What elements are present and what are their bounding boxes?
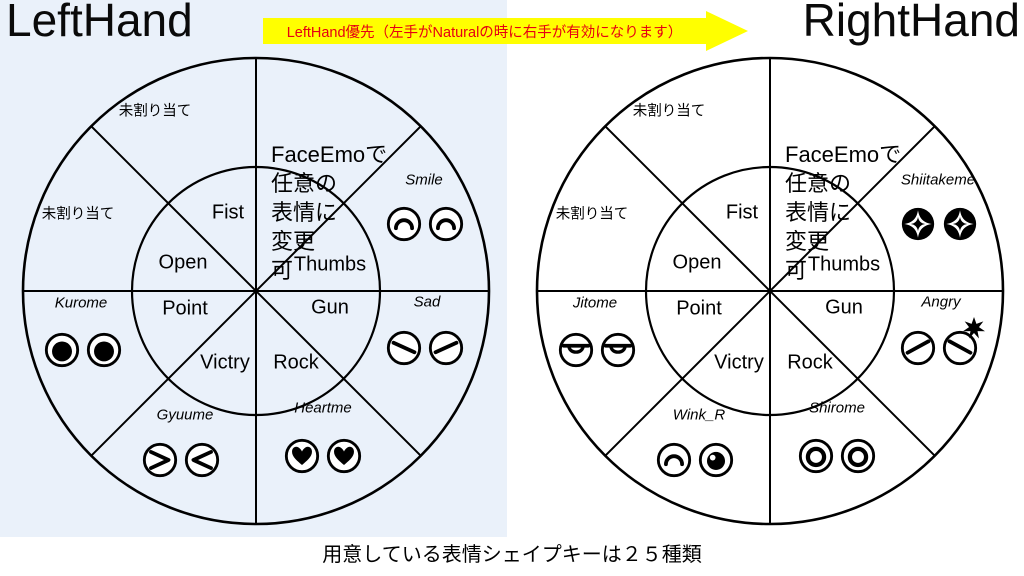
black-pupil-eyes-icon: [43, 331, 123, 369]
arrow-right-icon: [706, 11, 748, 51]
sector-unassigned-left: 未割り当て: [555, 206, 629, 223]
right-hand-title: RightHand: [802, 0, 1020, 46]
expression-label-kurome: Kurome: [54, 294, 108, 312]
faceemo-note: FaceEmoで 任意の 表情に 変更 可: [785, 140, 901, 285]
expression-label-smile: Smile: [405, 171, 443, 189]
faceemo-note-line: 表情に: [785, 200, 852, 225]
anger-mark-icon: [963, 317, 985, 339]
gesture-label-victry: Victry: [714, 351, 764, 374]
sector-unassigned-top: 未割り当て: [118, 103, 192, 120]
gesture-label-gun: Gun: [825, 296, 863, 319]
gesture-label-open: Open: [158, 251, 208, 274]
gesture-label-thumbs: Thumbs: [807, 253, 881, 276]
left-hand-wheel: Fist Open Thumbs Point Gun Victry Rock 未…: [21, 56, 491, 526]
faceemo-note-line: 可: [785, 258, 808, 283]
priority-banner-text: LeftHand優先（左手がNaturalの時に右手が有効になります）: [286, 24, 683, 41]
gesture-label-thumbs: Thumbs: [293, 253, 367, 276]
priority-banner: LeftHand優先（左手がNaturalの時に右手が有効になります）: [263, 11, 753, 51]
sector-unassigned-top: 未割り当て: [632, 103, 706, 120]
expression-label-heartme: Heartme: [294, 399, 352, 417]
faceemo-note-line: FaceEmoで: [271, 142, 388, 167]
expression-label-angry: Angry: [921, 293, 961, 311]
white-eyes-icon: [797, 437, 877, 475]
gesture-label-fist: Fist: [211, 201, 245, 224]
sector-unassigned-left: 未割り当て: [41, 206, 115, 223]
faceemo-note: FaceEmoで 任意の 表情に 変更 可: [271, 140, 387, 285]
gesture-label-point: Point: [162, 297, 208, 320]
faceemo-note-line: FaceEmoで: [785, 142, 902, 167]
squeezed-eyes-icon: [141, 441, 221, 479]
footer-caption: 用意している表情シェイプキーは２５種類: [322, 544, 702, 566]
expression-label-shirome: Shirome: [809, 399, 865, 417]
smile-eyes-icon: [385, 205, 465, 243]
sparkle-eyes-icon: [899, 205, 979, 243]
heart-eyes-icon: [283, 437, 363, 475]
priority-banner-body: LeftHand優先（左手がNaturalの時に右手が有効になります）: [263, 18, 706, 44]
left-hand-title: LeftHand: [6, 0, 193, 46]
angry-eyes-icon: [899, 317, 985, 367]
expression-label-shiitakeme: Shiitakeme: [900, 171, 976, 189]
faceemo-note-line: 任意の: [271, 171, 338, 196]
faceemo-note-line: 変更: [271, 229, 316, 254]
gesture-label-open: Open: [672, 251, 722, 274]
wheel-frame: [21, 56, 491, 526]
gesture-label-fist: Fist: [725, 201, 759, 224]
gesture-label-point: Point: [676, 297, 722, 320]
half-lidded-eyes-icon: [557, 331, 637, 369]
wheel-frame: [535, 56, 1005, 526]
faceemo-note-line: 可: [271, 258, 294, 283]
expression-label-sad: Sad: [413, 293, 441, 311]
faceemo-note-line: 変更: [785, 229, 830, 254]
gesture-label-gun: Gun: [311, 296, 349, 319]
sad-eyes-icon: [385, 329, 465, 367]
wink-eyes-icon: [655, 441, 735, 479]
gesture-label-rock: Rock: [787, 351, 833, 374]
faceemo-note-line: 表情に: [271, 200, 338, 225]
gesture-label-rock: Rock: [273, 351, 319, 374]
expression-label-jitome: Jitome: [572, 294, 618, 312]
gesture-label-victry: Victry: [200, 351, 250, 374]
expression-label-gyuume: Gyuume: [156, 406, 214, 424]
right-hand-wheel: Fist Open Thumbs Point Gun Victry Rock 未…: [535, 56, 1005, 526]
faceemo-note-line: 任意の: [785, 171, 852, 196]
expression-label-wink-r: Wink_R: [672, 406, 726, 424]
